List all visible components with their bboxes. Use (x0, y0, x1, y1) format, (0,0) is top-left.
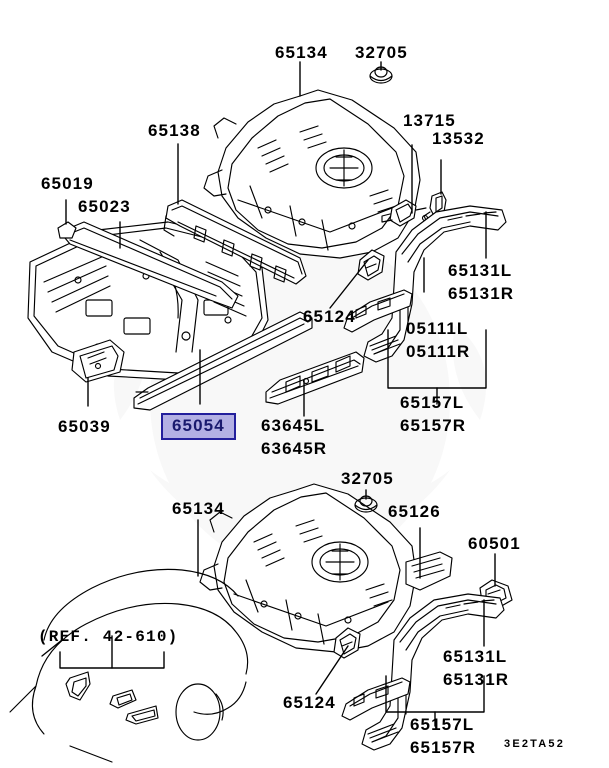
part-label-65134-upper[interactable]: 65134 (275, 43, 328, 62)
part-63645-reinforcement (265, 351, 365, 405)
part-label-65126[interactable]: 65126 (388, 502, 441, 521)
part-label-65124-upper[interactable]: 65124 (303, 307, 356, 326)
vehicle-silhouette-reference (9, 568, 249, 763)
part-13532-bracket (421, 191, 447, 222)
part-label-65131R-upper[interactable]: 65131R (448, 284, 515, 303)
part-label-65157L-upper[interactable]: 65157L (400, 393, 465, 412)
part-label-65023[interactable]: 65023 (78, 197, 131, 216)
part-label-32705-lower[interactable]: 32705 (341, 469, 394, 488)
part-member-65054 (133, 311, 313, 411)
diagram-code: 3E2TA52 (504, 738, 566, 750)
part-13715-clip (381, 199, 427, 227)
part-label-65157L-lower[interactable]: 65157L (410, 715, 475, 734)
part-label-13532[interactable]: 13532 (432, 129, 485, 148)
part-side-sill-65138 (163, 199, 307, 285)
part-label-65134-lower[interactable]: 65134 (172, 499, 225, 518)
part-label-05111L[interactable]: 05111L (406, 319, 469, 338)
part-label-65124-lower[interactable]: 65124 (283, 693, 336, 712)
part-label-63645R[interactable]: 63645R (261, 439, 328, 458)
part-label-65131L-lower[interactable]: 65131L (443, 647, 508, 666)
part-label-32705-upper[interactable]: 32705 (355, 43, 408, 62)
part-label-60501[interactable]: 60501 (468, 534, 521, 553)
part-label-13715[interactable]: 13715 (403, 111, 456, 130)
part-label-65039[interactable]: 65039 (58, 417, 111, 436)
part-65124-bracket-lower (333, 627, 361, 659)
part-front-floor-pan (27, 221, 269, 383)
part-label-65019[interactable]: 65019 (41, 174, 94, 193)
part-label-65131R-lower[interactable]: 65131R (443, 670, 510, 689)
part-label-65157R-upper[interactable]: 65157R (400, 416, 467, 435)
part-65124-bracket (357, 249, 385, 281)
part-label-65054-selected[interactable]: 65054 (161, 413, 236, 440)
part-32705-grommet (369, 66, 393, 84)
part-label-63645L[interactable]: 63645L (261, 416, 326, 435)
part-rear-floor-pan-upper (203, 89, 421, 259)
part-label-05111R[interactable]: 05111R (406, 342, 471, 361)
reference-note: (REF. 42-610) (38, 628, 179, 646)
part-32705-grommet-lower (354, 495, 378, 513)
part-label-65131L-upper[interactable]: 65131L (448, 261, 513, 280)
part-label-65138[interactable]: 65138 (148, 121, 201, 140)
part-60501-bracket (471, 579, 513, 609)
part-label-65157R-lower[interactable]: 65157R (410, 738, 477, 757)
